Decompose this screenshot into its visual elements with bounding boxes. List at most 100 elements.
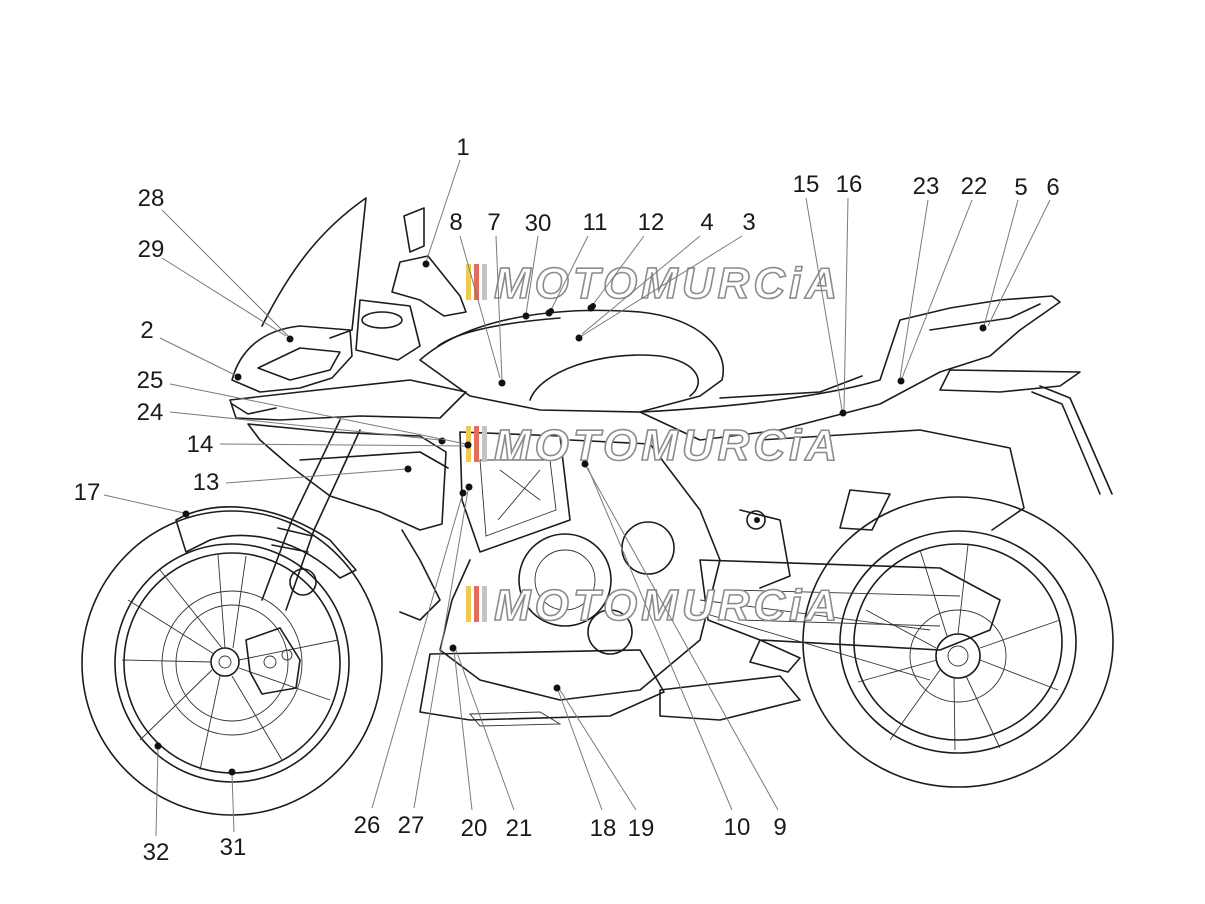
callout-label: 9: [773, 814, 786, 841]
leader-line: [225, 468, 407, 484]
seat-and-tail: [639, 295, 1113, 531]
leader-dot: [498, 379, 506, 387]
leader-dot: [522, 312, 530, 320]
callout-label: 28: [138, 185, 165, 212]
watermark-stripe: [482, 264, 487, 300]
leader-dot: [839, 409, 847, 417]
callout-17: 17: [74, 479, 190, 518]
fuel-tank: [419, 309, 725, 413]
callout-18: 18: [553, 684, 617, 842]
callout-label: 4: [700, 209, 713, 236]
marker-dot: [754, 517, 760, 523]
watermark-stripe: [474, 586, 479, 622]
marker-dot: [548, 308, 554, 314]
watermark-instance: MOTOMURCiA: [466, 580, 841, 631]
leader-line: [159, 337, 238, 377]
leader-line: [459, 235, 501, 379]
leader-line: [901, 199, 973, 379]
callout-7: 7: [487, 209, 506, 387]
leader-line: [425, 159, 461, 263]
leader-dot: [182, 510, 190, 518]
callout-label: 6: [1046, 174, 1059, 201]
callout-label: 22: [961, 173, 988, 200]
callout-label: 16: [836, 171, 863, 198]
leader-dot: [449, 644, 457, 652]
leader-line: [987, 199, 1051, 327]
decal-markers: [548, 303, 760, 523]
watermark-instance: MOTOMURCiA: [466, 258, 841, 309]
callout-label: 18: [590, 815, 617, 842]
callout-label: 13: [193, 469, 220, 496]
callout-20: 20: [449, 644, 487, 842]
leader-dot: [553, 684, 561, 692]
callout-label: 25: [137, 367, 164, 394]
callout-29: 29: [138, 236, 287, 337]
leader-dot: [234, 373, 242, 381]
leader-line: [169, 411, 441, 441]
callout-23: 23: [899, 173, 940, 379]
callout-30: 30: [522, 210, 552, 320]
callout-21: 21: [455, 649, 533, 842]
callout-label: 30: [525, 210, 552, 237]
watermark-text: MOTOMURCiA: [494, 421, 841, 470]
callout-22: 22: [897, 173, 988, 385]
leader-dot: [581, 460, 589, 468]
callout-label: 26: [354, 812, 381, 839]
leader-dot: [422, 260, 430, 268]
callout-label: 5: [1014, 174, 1027, 201]
watermark-stripe: [466, 586, 471, 622]
watermark-stripe: [474, 264, 479, 300]
leader-line: [899, 199, 929, 379]
leader-line: [161, 257, 287, 337]
leader-dot: [575, 334, 583, 342]
callout-label: 14: [187, 431, 214, 458]
callout-label: 1: [456, 134, 469, 161]
callout-11: 11: [545, 209, 607, 317]
callout-label: 23: [913, 173, 940, 200]
watermark-stripe: [482, 586, 487, 622]
callout-label: 12: [638, 209, 665, 236]
callout-label: 29: [138, 236, 165, 263]
leader-line: [371, 495, 463, 809]
front-fairing: [229, 197, 467, 621]
leader-line: [557, 689, 603, 811]
watermark-text: MOTOMURCiA: [494, 259, 841, 308]
callouts: 1 2 3 4 5 6 7: [74, 134, 1060, 866]
callout-label: 21: [506, 815, 533, 842]
leader-line: [495, 235, 503, 381]
callout-9: 9: [581, 460, 787, 841]
leader-line: [525, 235, 539, 315]
callout-label: 31: [220, 834, 247, 861]
leader-line: [231, 773, 235, 833]
callout-15: 15: [793, 171, 847, 417]
callout-label: 27: [398, 812, 425, 839]
leader-line: [587, 467, 733, 811]
leader-line: [581, 235, 701, 335]
callout-8: 8: [449, 209, 501, 379]
leader-line: [805, 197, 843, 411]
callout-1: 1: [422, 134, 470, 268]
callout-label: 3: [742, 209, 755, 236]
front-wheel: [81, 510, 383, 816]
frame-and-engine: [419, 431, 1001, 727]
leader-line: [549, 235, 589, 313]
callout-24: 24: [137, 399, 446, 445]
callout-16: 16: [836, 171, 863, 411]
callout-label: 17: [74, 479, 101, 506]
leader-line: [103, 494, 185, 514]
leader-line: [413, 489, 469, 809]
callout-26: 26: [354, 489, 467, 839]
callout-label: 2: [140, 317, 153, 344]
callout-label: 19: [628, 815, 655, 842]
leader-dot: [979, 324, 987, 332]
watermark-instance: MOTOMURCiA: [466, 420, 841, 471]
callout-10: 10: [587, 467, 750, 841]
leader-line: [455, 649, 515, 811]
leader-dot: [464, 441, 472, 449]
callout-label: 15: [793, 171, 820, 198]
callout-32: 32: [143, 742, 169, 866]
callout-27: 27: [398, 483, 473, 839]
leader-dot: [228, 768, 236, 776]
leader-line: [579, 235, 743, 338]
watermark-text: MOTOMURCiA: [494, 581, 841, 630]
